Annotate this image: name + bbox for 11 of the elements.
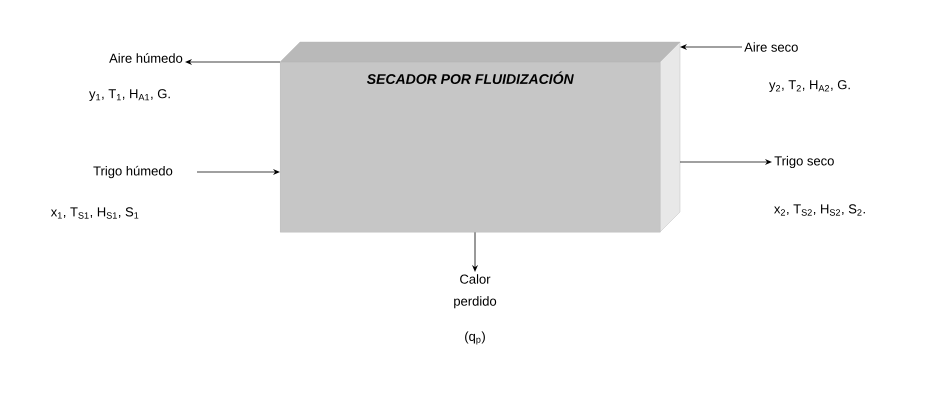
- flow-label: Aire húmedo: [109, 53, 182, 63]
- flow-label: Aire seco: [744, 42, 798, 52]
- stream-variables: x$_{2}$, T$_{S2}$, H$_{S2}$, S$_{2}$.: [774, 204, 865, 216]
- stream-variables: y$_{2}$, T$_{2}$, H$_{A2}$, G.: [769, 80, 850, 92]
- stream-variables: (q$_{p}$): [465, 331, 485, 345]
- stream-variables: x$_{1}$, T$_{S1}$, H$_{S1}$, S$_{1}$: [50, 207, 138, 219]
- flow-label: Trigo húmedo: [93, 166, 172, 178]
- flow-label: Calor perdido: [454, 274, 496, 308]
- dryer-box: SECADOR POR FLUIDIZACIÓN: [280, 42, 680, 232]
- stream-variables: y$_{1}$, T$_{1}$, H$_{A1}$, G.: [89, 89, 170, 101]
- flow-label: Trigo seco: [774, 156, 834, 168]
